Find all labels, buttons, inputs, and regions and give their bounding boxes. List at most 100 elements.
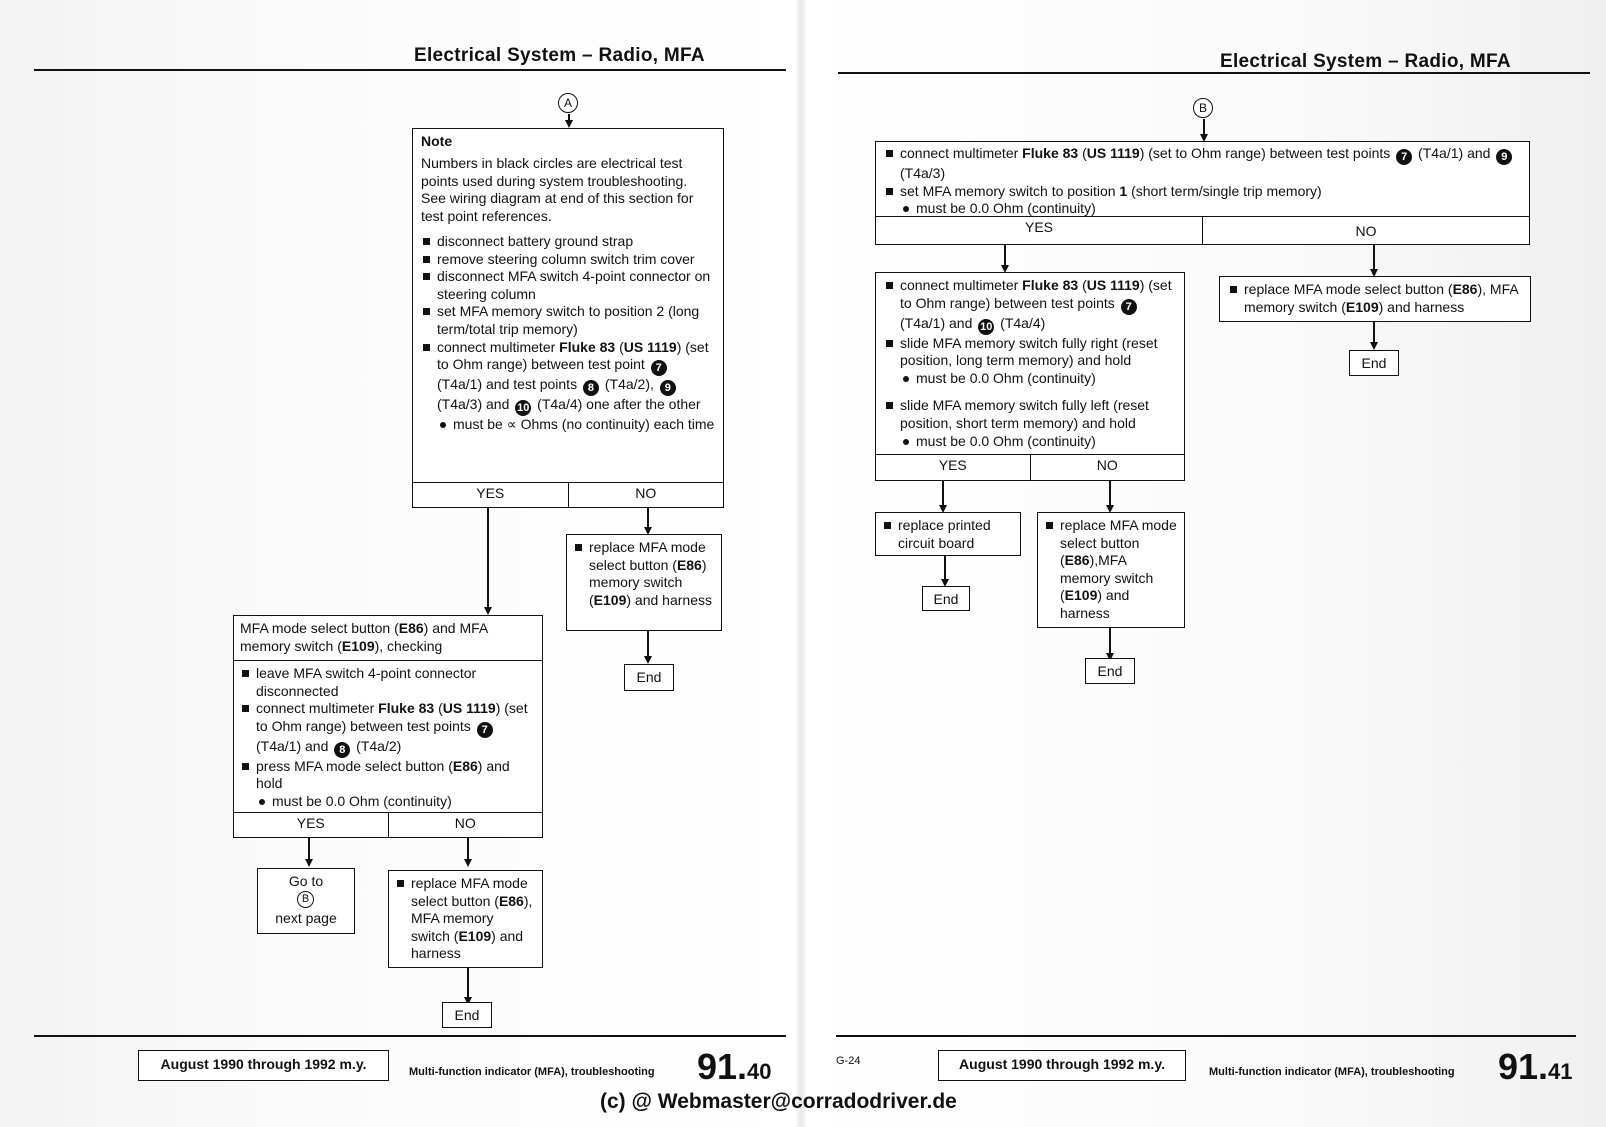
- check-result: must be 0.0 Ohm (continuity): [256, 793, 536, 811]
- step-list: connect multimeter Fluke 83 (US 1119) (s…: [884, 277, 1176, 450]
- flow-arrow: [565, 120, 573, 128]
- text: (: [1078, 277, 1087, 293]
- replace-box-top: replace MFA mode select button (E86), MF…: [1219, 276, 1531, 322]
- left-footer-date-box: August 1990 through 1992 m.y.: [138, 1050, 389, 1081]
- text: set MFA memory switch to position: [900, 182, 1120, 199]
- replace-box-2: replace MFA mode select button (E86), MF…: [388, 870, 543, 968]
- flow-arrow: [1370, 269, 1378, 277]
- flow-arrow: [941, 579, 949, 587]
- goto-box: Go to B next page: [257, 868, 355, 934]
- flow-line: [942, 481, 944, 510]
- component-code: E86: [498, 892, 524, 909]
- right-page-title: Electrical System – Radio, MFA: [1220, 51, 1511, 72]
- left-page-number: 91.40: [697, 1046, 772, 1088]
- text: (T4a/1) and: [900, 314, 977, 331]
- result-list: must be 0.0 Ohm (continuity): [900, 200, 1521, 218]
- flow-line: [1203, 119, 1205, 139]
- flow-arrow: [464, 997, 472, 1005]
- flow-arrow: [464, 859, 472, 867]
- test-point-badge: 8: [334, 741, 351, 758]
- tool-number: US 1119: [1086, 145, 1140, 161]
- component-code: E109: [341, 637, 375, 654]
- step: set MFA memory switch to position 1 (sho…: [884, 183, 1521, 218]
- flow-line: [1373, 245, 1375, 274]
- note-step-multimeter: connect multimeter Fluke 83 (US 1119) (s…: [421, 339, 715, 434]
- tool-name: Fluke 83: [559, 338, 616, 355]
- flow-arrow: [484, 607, 492, 615]
- left-footer-rule: [34, 1035, 786, 1037]
- text: (: [1078, 145, 1087, 161]
- right-top-box: connect multimeter Fluke 83 (US 1119) (s…: [875, 141, 1530, 217]
- watermark-text: (c) @ Webmaster@corradodriver.de: [600, 1090, 957, 1113]
- text: press MFA mode select button (: [256, 757, 453, 774]
- flow-arrow: [939, 505, 947, 513]
- component-code: E86: [1064, 552, 1090, 569]
- text: ) memory switch (: [589, 556, 707, 608]
- flow-line: [568, 114, 570, 123]
- connector-b-marker: B: [297, 891, 314, 908]
- text: ), checking: [374, 637, 443, 654]
- right-top-yes-no-row: YES NO: [875, 216, 1530, 245]
- flow-line: [1109, 481, 1111, 510]
- text: ) and harness: [1060, 587, 1130, 621]
- page-number-sub: 41: [1548, 1059, 1573, 1084]
- text: ) (set to Ohm range) between test points: [900, 277, 1172, 311]
- flow-line: [944, 556, 946, 584]
- result-list: must be ∝ Ohms (no continuity) each time: [437, 416, 715, 434]
- result-list: must be 0.0 Ohm (continuity): [900, 433, 1176, 451]
- text: slide MFA memory switch fully right (res…: [900, 334, 1158, 369]
- test-point-badge: 7: [1396, 149, 1413, 165]
- text: connect multimeter: [437, 338, 560, 355]
- right-footer-rule: [836, 1035, 1576, 1037]
- text: ) and hold: [256, 757, 510, 792]
- yes-label: YES: [938, 457, 967, 473]
- goto-label: Go to: [288, 873, 324, 889]
- text: (T4a/2): [352, 737, 402, 754]
- end-box: End: [1085, 658, 1135, 684]
- text: (: [615, 338, 624, 355]
- step: connect multimeter Fluke 83 (US 1119) (s…: [884, 277, 1176, 335]
- right-footer-code: G-24: [836, 1055, 861, 1067]
- test-point-badge: 8: [582, 380, 599, 397]
- step-list: connect multimeter Fluke 83 (US 1119) (s…: [884, 145, 1521, 218]
- result: must be 0.0 Ohm (continuity): [900, 370, 1176, 388]
- test-point-badge: 7: [476, 721, 493, 738]
- result: must be 0.0 Ohm (continuity): [900, 433, 1176, 451]
- tool-number: US 1119: [1086, 277, 1140, 293]
- text: (T4a/4) one after the other: [533, 396, 701, 413]
- flow-arrow: [1001, 265, 1009, 273]
- text: ) and harness: [626, 591, 712, 608]
- check-steps: leave MFA switch 4-point connector disco…: [234, 661, 542, 815]
- text: ) and harness: [1378, 298, 1465, 315]
- text: replace MFA mode select button (: [411, 875, 528, 909]
- right-header-rule: [838, 72, 1590, 74]
- replace-text: replace printed circuit board: [882, 517, 1014, 552]
- text: replace MFA mode select button (: [1244, 281, 1453, 297]
- check-box: MFA mode select button (E86) and MFA mem…: [233, 615, 543, 838]
- flow-arrow: [305, 859, 313, 867]
- connector-a-marker: A: [558, 93, 578, 113]
- step-list: replace printed circuit board: [882, 517, 1014, 552]
- flow-arrow: [1106, 505, 1114, 513]
- flow-arrow: [1370, 342, 1378, 350]
- no-label: NO: [1029, 455, 1185, 480]
- text: ) (set to Ohm range) between test point: [437, 338, 709, 373]
- text: ) (set to Ohm range) between test points: [1139, 145, 1395, 161]
- replace-text: replace MFA mode select button (E86), MF…: [395, 875, 536, 963]
- note-heading: Note: [421, 133, 453, 149]
- text: replace MFA mode select button (: [1060, 517, 1177, 569]
- end-box: End: [624, 664, 674, 691]
- component-code: E86: [676, 556, 702, 573]
- end-box: End: [922, 586, 970, 611]
- test-point-badge: 10: [978, 318, 995, 335]
- text: (T4a/4): [996, 314, 1046, 331]
- flow-line: [308, 838, 310, 864]
- step: connect multimeter Fluke 83 (US 1119) (s…: [884, 145, 1521, 183]
- step-list: replace MFA mode select button (E86), MF…: [395, 875, 536, 963]
- replace-pcb-box: replace printed circuit board: [875, 512, 1021, 556]
- result-list: must be 0.0 Ohm (continuity): [900, 370, 1176, 388]
- text: (: [434, 700, 443, 717]
- text: (T4a/3): [900, 165, 946, 181]
- check-title: MFA mode select button (E86) and MFA mem…: [234, 616, 542, 661]
- note-step: disconnect MFA switch 4-point connector …: [421, 268, 715, 303]
